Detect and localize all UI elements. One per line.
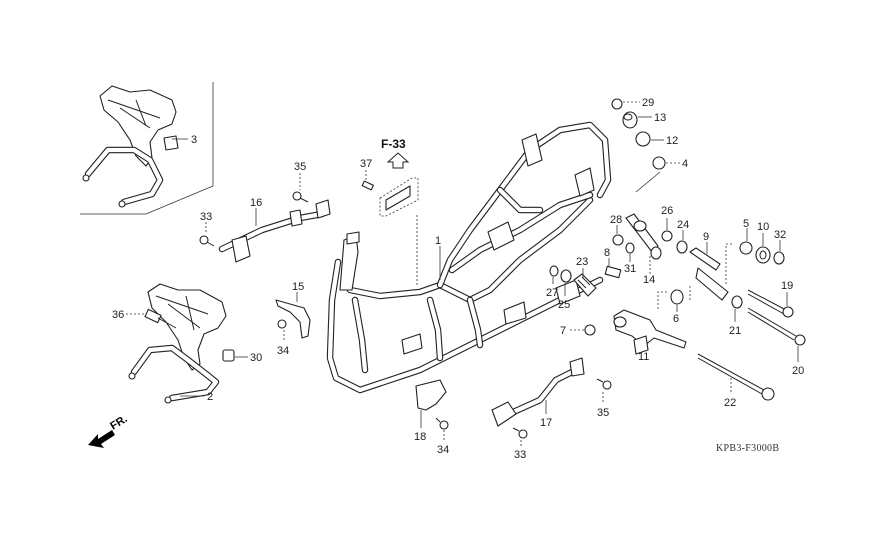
- callout-4[interactable]: 4: [682, 158, 688, 170]
- callout-18[interactable]: 18: [414, 431, 426, 443]
- part-30-nut[interactable]: [222, 349, 235, 362]
- part-19-bolt[interactable]: [747, 289, 794, 318]
- callout-27[interactable]: 27: [546, 287, 558, 299]
- callout-34-a[interactable]: 34: [277, 345, 289, 357]
- inset-boundary: [80, 82, 214, 215]
- part-6-bushing[interactable]: [670, 289, 684, 305]
- callout-28[interactable]: 28: [610, 214, 622, 226]
- part-20-bolt[interactable]: [747, 307, 806, 346]
- callout-19[interactable]: 19: [781, 280, 793, 292]
- callout-30[interactable]: 30: [250, 352, 262, 364]
- part-5-nut[interactable]: [739, 241, 753, 255]
- part-23-damper[interactable]: [573, 273, 597, 297]
- callout-14[interactable]: 14: [643, 274, 655, 286]
- part-34-bolt-a[interactable]: [277, 319, 287, 329]
- callout-26[interactable]: 26: [661, 205, 673, 217]
- part-33-bolt-a[interactable]: [199, 235, 215, 247]
- callout-17[interactable]: 17: [540, 417, 552, 429]
- callout-36[interactable]: 36: [112, 309, 124, 321]
- callout-31[interactable]: 31: [624, 263, 636, 275]
- arrow-up-outline-icon: [386, 152, 410, 169]
- part-35-bolt-a[interactable]: [292, 191, 309, 203]
- front-direction-indicator: FR.: [88, 413, 130, 448]
- callout-6[interactable]: 6: [673, 313, 679, 325]
- callout-21[interactable]: 21: [729, 325, 741, 337]
- part-24-collar[interactable]: [676, 240, 688, 254]
- callout-16[interactable]: 16: [250, 197, 262, 209]
- callout-35-a[interactable]: 35: [294, 161, 306, 173]
- callout-5[interactable]: 5: [743, 218, 749, 230]
- part-33-bolt-b[interactable]: [512, 427, 528, 439]
- mounting-plate-outline: [379, 177, 419, 217]
- callout-29[interactable]: 29: [642, 97, 654, 109]
- part-3-bracket[interactable]: [82, 85, 179, 208]
- part-18-bracket[interactable]: [415, 379, 447, 411]
- callout-8[interactable]: 8: [604, 247, 610, 259]
- callout-33-b[interactable]: 33: [514, 449, 526, 461]
- callout-7[interactable]: 7: [560, 325, 566, 337]
- part-26-nut[interactable]: [661, 230, 673, 242]
- callout-2[interactable]: 2: [207, 391, 213, 403]
- part-29-nut[interactable]: [611, 98, 623, 110]
- callout-22[interactable]: 22: [724, 397, 736, 409]
- part-32-washer[interactable]: [773, 251, 785, 265]
- part-9-link[interactable]: [689, 247, 729, 301]
- part-28-nut[interactable]: [612, 234, 624, 246]
- callout-34-b[interactable]: 34: [437, 444, 449, 456]
- part-16-stay[interactable]: [218, 199, 331, 263]
- part-35-bolt-b[interactable]: [596, 378, 612, 390]
- reference-label: F-33: [381, 137, 406, 151]
- part-36-bolt[interactable]: [144, 308, 177, 329]
- part-17-stay[interactable]: [491, 357, 585, 427]
- part-37-clip[interactable]: [361, 180, 374, 191]
- part-14-link[interactable]: [625, 213, 662, 260]
- callout-35-b[interactable]: 35: [597, 407, 609, 419]
- callout-13[interactable]: 13: [654, 112, 666, 124]
- callout-37[interactable]: 37: [360, 158, 372, 170]
- callout-9[interactable]: 9: [703, 231, 709, 243]
- front-label: FR.: [108, 413, 129, 433]
- callout-32[interactable]: 32: [774, 229, 786, 241]
- callout-24[interactable]: 24: [677, 219, 689, 231]
- callout-10[interactable]: 10: [757, 221, 769, 233]
- part-15-plate[interactable]: [275, 299, 311, 339]
- callout-15[interactable]: 15: [292, 281, 304, 293]
- part-7-nut[interactable]: [584, 324, 596, 336]
- callout-1[interactable]: 1: [435, 235, 441, 247]
- part-1-frame[interactable]: [326, 121, 612, 394]
- part-4-collar[interactable]: [652, 156, 666, 170]
- callout-25[interactable]: 25: [558, 299, 570, 311]
- callout-3[interactable]: 3: [191, 134, 197, 146]
- part-25-washer[interactable]: [560, 269, 572, 283]
- callout-12[interactable]: 12: [666, 135, 678, 147]
- part-2-bracket[interactable]: [128, 283, 227, 404]
- part-11-bracket[interactable]: [613, 309, 687, 355]
- part-34-bolt-b[interactable]: [435, 417, 449, 430]
- part-13-cushion[interactable]: [622, 111, 638, 129]
- callout-33-a[interactable]: 33: [200, 211, 212, 223]
- callout-23[interactable]: 23: [576, 256, 588, 268]
- diagram-code: KPB3-F3000B: [716, 443, 779, 454]
- callout-11[interactable]: 11: [638, 351, 649, 363]
- part-27-nut[interactable]: [549, 265, 559, 277]
- part-10-bushing[interactable]: [755, 246, 771, 264]
- part-22-bolt[interactable]: [697, 353, 775, 401]
- part-8-clip[interactable]: [604, 265, 622, 279]
- part-31-washer[interactable]: [625, 242, 635, 254]
- part-12-cushion[interactable]: [635, 131, 651, 147]
- callout-20[interactable]: 20: [792, 365, 804, 377]
- arrow-front-icon: [88, 430, 115, 448]
- part-21-collar[interactable]: [731, 295, 743, 309]
